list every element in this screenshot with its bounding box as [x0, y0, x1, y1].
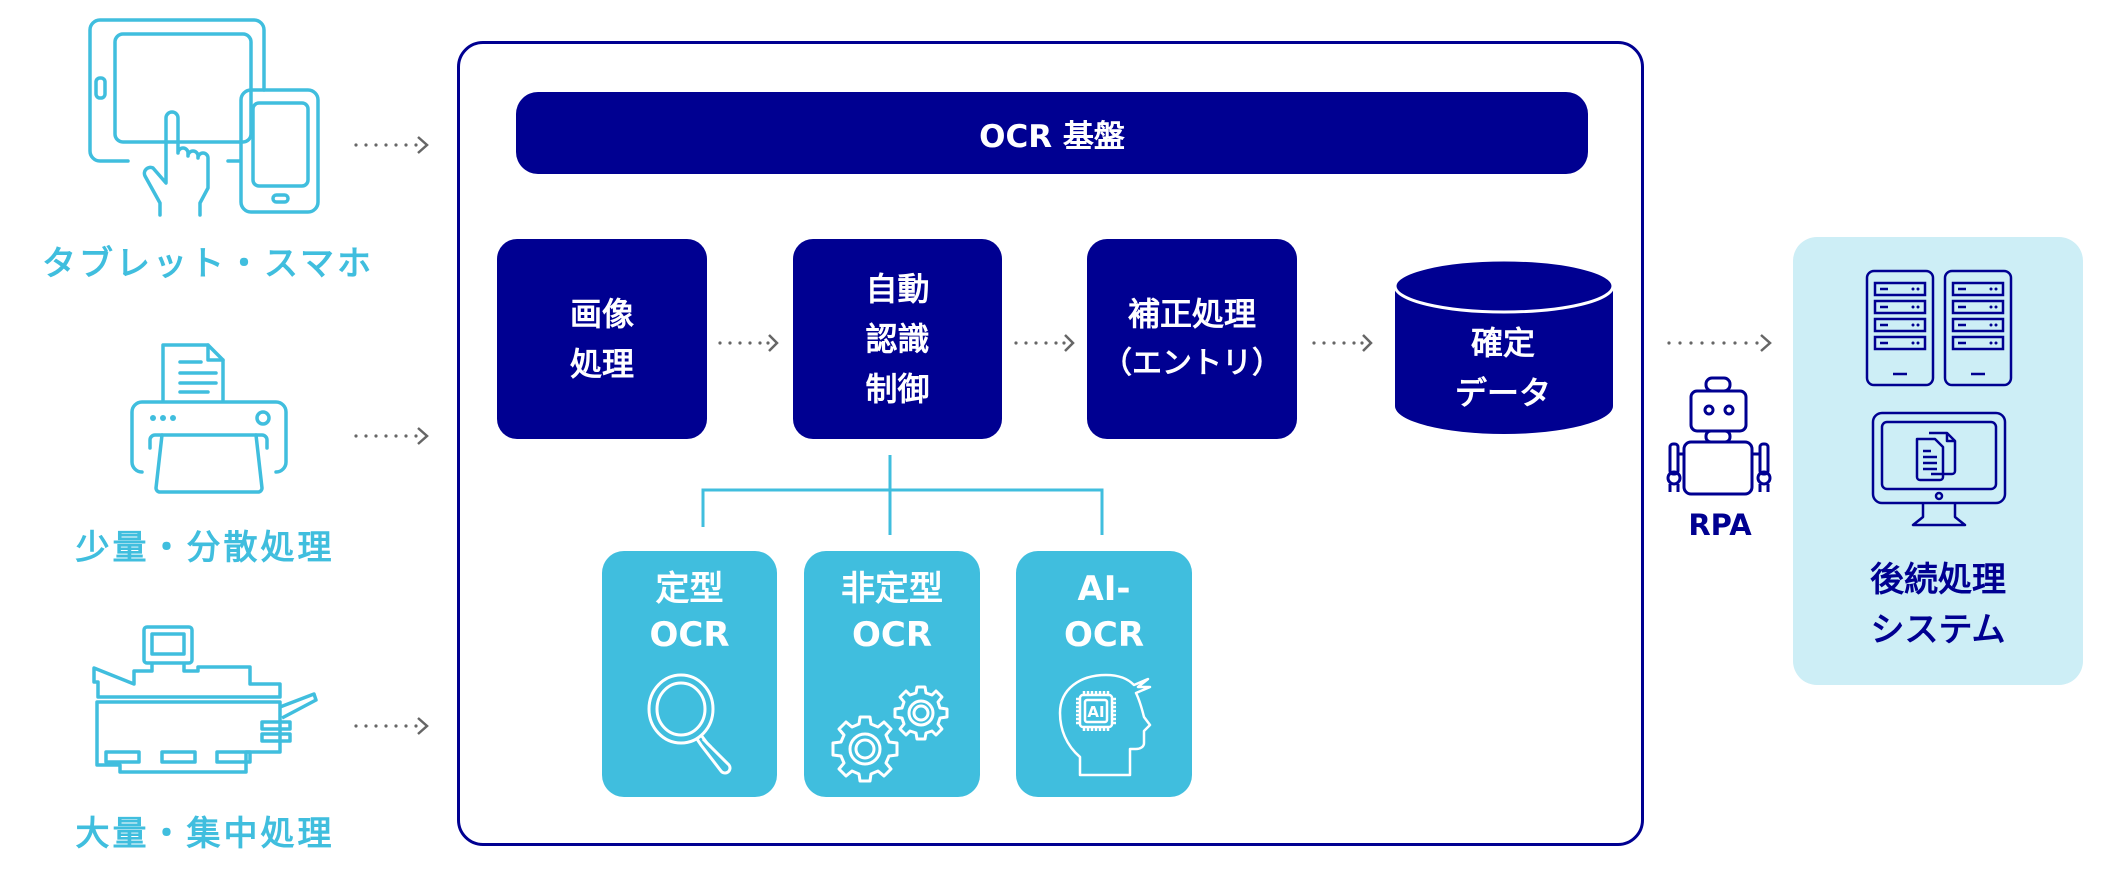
ocr-platform-container [457, 41, 1644, 846]
rpa-label: RPA [1688, 508, 1752, 542]
source-label-tablet: タブレット・スマホ [42, 244, 374, 284]
step-label-line: 補正処理 [1127, 295, 1256, 333]
dotted-arrow-step2-to-step3 [1014, 334, 1075, 352]
dotted-arrow-copier [354, 717, 429, 735]
dotted-arrow-step3-to-database [1312, 334, 1373, 352]
step-label-line: （エントリ） [1102, 346, 1282, 381]
printer-icon [130, 343, 288, 494]
step-image-processing: 画像 処理 [497, 239, 707, 439]
ocr-type-label-line: 非定型 [841, 569, 943, 609]
step-label-line: 制御 [865, 370, 930, 408]
database-label-line: 確定 [1470, 324, 1535, 362]
step-label-line: 認識 [865, 320, 930, 358]
downstream-label-line: システム [1870, 610, 2006, 650]
step-correction-entry: 補正処理 （エントリ） [1087, 239, 1297, 439]
monitor-documents-icon [1871, 411, 2007, 527]
ocr-type-label-line: OCR [1063, 615, 1145, 655]
database-label-line: データ [1454, 374, 1551, 412]
dotted-arrow-to-downstream [1667, 334, 1772, 352]
dotted-arrow-tablet [354, 136, 429, 154]
gears-icon [831, 685, 949, 783]
source-label-small-distributed: 少量・分散処理 [75, 528, 335, 568]
ocr-platform-header: OCR 基盤 [516, 92, 1588, 174]
downstream-label-line: 後続処理 [1870, 560, 2006, 600]
downstream-system-panel: 後続処理 システム [1793, 237, 2083, 685]
magnifier-icon [647, 673, 732, 775]
server-rack-icon [1943, 269, 2013, 387]
step-label-line: 処理 [569, 345, 634, 383]
ocr-type-ai: AI- OCR AI [1016, 551, 1192, 797]
ocr-type-connector [701, 455, 1104, 535]
ai-chip-label: AI [1087, 703, 1104, 721]
ocr-type-fixed-form: 定型 OCR [602, 551, 777, 797]
step-auto-recognition-control: 自動 認識 制御 [793, 239, 1002, 439]
tablet-smartphone-icon [88, 18, 320, 217]
dotted-arrow-step1-to-step2 [718, 334, 779, 352]
robot-icon [1666, 376, 1772, 496]
confirmed-data-label: 確定 データ [1393, 318, 1613, 418]
ai-head-icon: AI [1058, 673, 1152, 777]
server-rack-icon [1865, 269, 1935, 387]
ocr-type-label-line: OCR [851, 615, 933, 655]
step-label-line: 画像 [569, 295, 634, 333]
ocr-type-unstructured: 非定型 OCR [804, 551, 980, 797]
dotted-arrow-printer [354, 427, 429, 445]
ocr-platform-title: OCR 基盤 [979, 118, 1125, 155]
ocr-type-label-line: 定型 [655, 569, 724, 609]
step-label-line: 自動 [865, 270, 930, 308]
multifunction-copier-icon [92, 625, 318, 774]
ocr-type-label-line: AI- [1077, 569, 1131, 609]
ocr-type-label-line: OCR [649, 615, 730, 655]
source-label-large-centralized: 大量・集中処理 [75, 814, 335, 854]
database-cylinder-icon [1393, 258, 1615, 434]
